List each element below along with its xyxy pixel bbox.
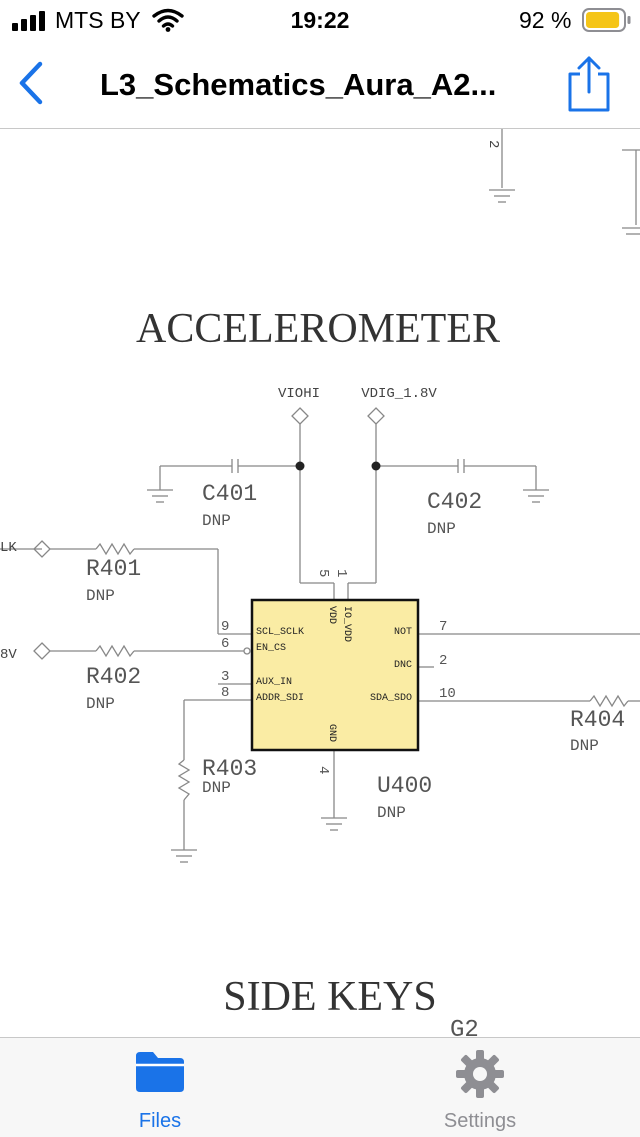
chip-pin-en-cs: EN_CS bbox=[256, 643, 286, 654]
document-viewer[interactable]: ACCELEROMETER SIDE KEYS VIOHI VDIG_1.8V … bbox=[0, 129, 640, 1037]
net-label-vdig: VDIG_1.8V bbox=[361, 386, 437, 402]
r401-ref: R401 bbox=[86, 556, 141, 582]
battery-icon bbox=[582, 8, 631, 32]
share-button[interactable] bbox=[562, 54, 616, 114]
c401-note: DNP bbox=[202, 512, 231, 530]
chip-pin-vdd: VDD bbox=[326, 606, 337, 624]
chip-pin-not: NOT bbox=[394, 627, 412, 638]
share-icon bbox=[568, 56, 610, 112]
u400-note: DNP bbox=[377, 804, 406, 822]
pin-number-10: 10 bbox=[439, 686, 456, 702]
gear-icon bbox=[456, 1050, 504, 1098]
u400-chip bbox=[250, 598, 420, 752]
c401-ref: C401 bbox=[202, 481, 257, 507]
net-label-partial-v: 8V bbox=[0, 647, 17, 663]
status-bar: MTS BY 19:22 92 % bbox=[0, 0, 640, 40]
signal-icon bbox=[12, 11, 45, 31]
r403-ref: R403 bbox=[202, 756, 257, 782]
pin-number-3: 3 bbox=[221, 669, 229, 685]
pin-number-7: 7 bbox=[439, 619, 447, 635]
folder-icon bbox=[136, 1052, 184, 1092]
carrier-label: MTS BY bbox=[55, 7, 141, 33]
pin-number-2: 2 bbox=[439, 653, 447, 669]
u400-ref: U400 bbox=[377, 773, 432, 799]
schematic-drawing: ACCELEROMETER SIDE KEYS VIOHI VDIG_1.8V … bbox=[0, 129, 640, 1037]
r401-note: DNP bbox=[86, 587, 115, 605]
back-button[interactable] bbox=[10, 58, 54, 108]
status-time: 19:22 bbox=[290, 7, 350, 33]
chip-pin-dnc: DNC bbox=[394, 660, 412, 671]
tab-files[interactable]: Files bbox=[0, 1038, 320, 1137]
chip-pin-io-vdd: IO_VDD bbox=[341, 606, 352, 642]
tab-bar: Files Settings bbox=[0, 1037, 640, 1137]
pin-number-5: 5 bbox=[315, 569, 331, 577]
r404-ref: R404 bbox=[570, 707, 625, 733]
chip-pin-aux-in: AUX_IN bbox=[256, 677, 292, 688]
document-title: L3_Schematics_Aura_A2... bbox=[100, 67, 497, 102]
pin-number-6: 6 bbox=[221, 636, 229, 652]
pin-number-8: 8 bbox=[221, 685, 229, 701]
pin-number-4: 4 bbox=[315, 766, 331, 774]
r403-note: DNP bbox=[202, 779, 231, 797]
net-label-viohi: VIOHI bbox=[278, 386, 320, 402]
section-title-side-keys: SIDE KEYS bbox=[223, 974, 437, 1020]
r402-ref: R402 bbox=[86, 664, 141, 690]
tab-settings[interactable]: Settings bbox=[320, 1038, 640, 1137]
chip-pin-scl-sclk: SCL_SCLK bbox=[256, 627, 304, 638]
wifi-icon bbox=[152, 8, 184, 32]
c402-note: DNP bbox=[427, 520, 456, 538]
r404-note: DNP bbox=[570, 737, 599, 755]
net-label-partial-clk: LK bbox=[0, 540, 17, 556]
tab-settings-label: Settings bbox=[443, 1110, 517, 1132]
pin-number-9: 9 bbox=[221, 619, 229, 635]
label-g2: G2 bbox=[450, 1017, 479, 1037]
pin-number-1: 1 bbox=[333, 569, 349, 577]
section-title-accelerometer: ACCELEROMETER bbox=[136, 306, 500, 352]
c402-ref: C402 bbox=[427, 489, 482, 515]
r402-note: DNP bbox=[86, 695, 115, 713]
chip-pin-gnd: GND bbox=[326, 724, 337, 742]
chevron-left-icon bbox=[19, 61, 43, 105]
chip-pin-addr-sdi: ADDR_SDI bbox=[256, 693, 304, 704]
battery-percentage: 92 % bbox=[519, 7, 572, 33]
tab-files-label: Files bbox=[138, 1110, 182, 1132]
chip-pin-sda-sdo: SDA_SDO bbox=[370, 693, 412, 704]
navigation-bar: L3_Schematics_Aura_A2... bbox=[0, 40, 640, 129]
pin-label-partial-2: 2 bbox=[485, 140, 501, 148]
